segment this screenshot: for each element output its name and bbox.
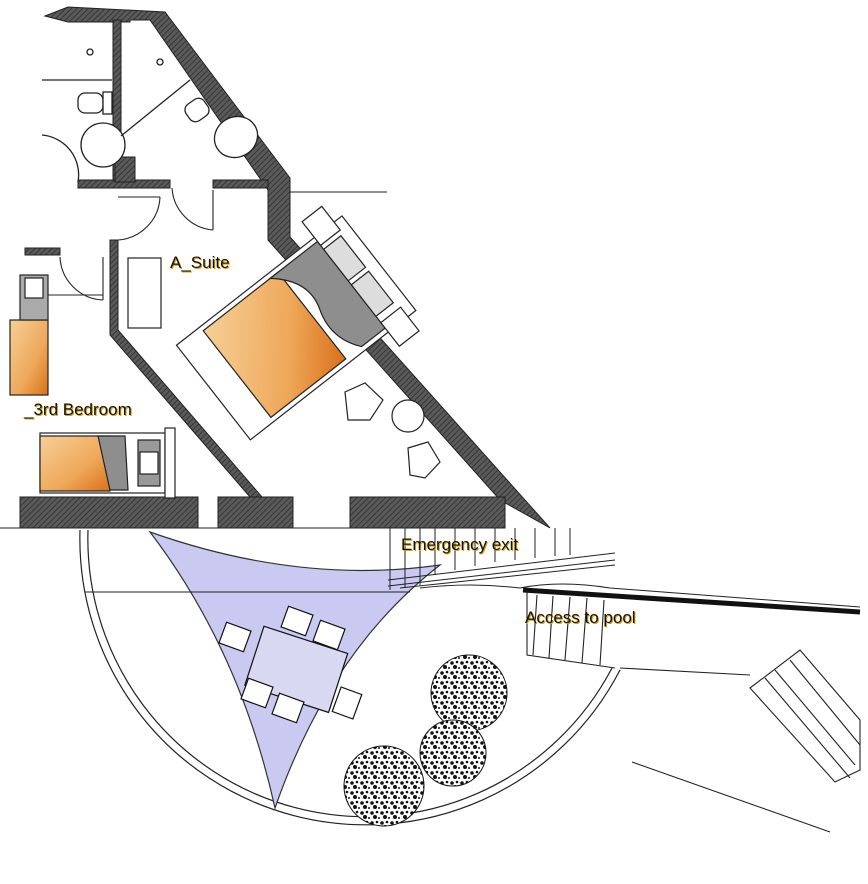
suite-furniture	[127, 205, 441, 479]
pool-access-label: Access to pool	[525, 608, 636, 627]
dining-set	[218, 605, 363, 724]
room-label-suite: A_Suite	[170, 253, 230, 272]
doors	[45, 187, 214, 301]
pool-edge	[522, 587, 861, 615]
trees	[343, 654, 508, 827]
emergency-exit-steps	[387, 528, 861, 608]
room-label-3rd-bedroom: _3rd Bedroom	[24, 400, 132, 419]
terrace-outline	[79, 529, 621, 826]
pool-access-steps	[526, 590, 861, 833]
bedroom-furniture	[9, 274, 176, 499]
emergency-exit-label: Emergency exit	[401, 535, 519, 554]
bathroom-fixtures	[41, 48, 259, 183]
